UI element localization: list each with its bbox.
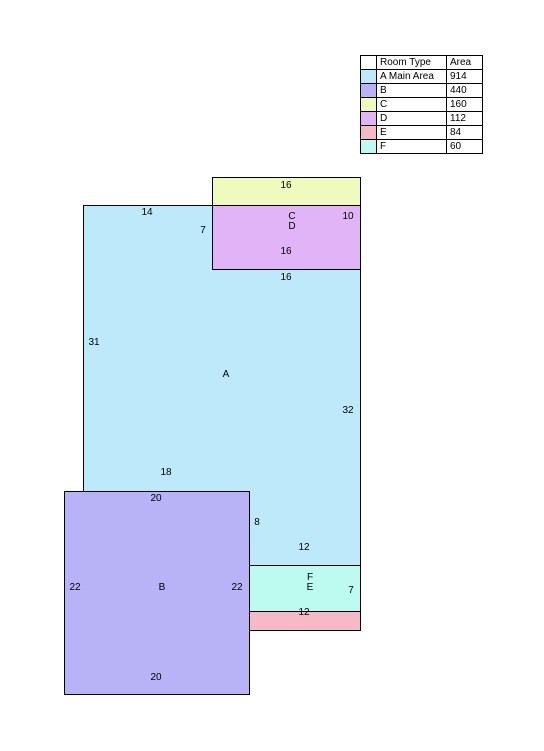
room-b	[64, 491, 250, 695]
dimension-label: 31	[88, 337, 100, 348]
dimension-label: 10	[342, 211, 354, 222]
dimension-label: 32	[342, 405, 354, 416]
legend-room-area: 84	[446, 125, 483, 140]
room-f	[249, 565, 361, 612]
legend-swatch	[360, 69, 377, 84]
dimension-label: 8	[254, 517, 260, 528]
dimension-label: 22	[231, 582, 243, 593]
legend-row: C 160	[360, 97, 483, 112]
dimension-label: 20	[150, 493, 162, 504]
room-f-letter: F	[306, 572, 314, 583]
dimension-label: 7	[348, 585, 354, 596]
legend-room-area: 112	[446, 111, 483, 126]
legend-swatch	[360, 111, 377, 126]
dimension-label: 16	[280, 272, 292, 283]
legend-swatch	[360, 97, 377, 112]
legend-room-area: 440	[446, 83, 483, 98]
legend-room-type: B	[376, 83, 447, 98]
dimension-label: 12	[298, 542, 310, 553]
legend-room-type: F	[376, 139, 447, 154]
legend-room-type: D	[376, 111, 447, 126]
legend-row: D 112	[360, 111, 483, 126]
room-b-letter: B	[158, 582, 166, 593]
room-e-letter: E	[306, 582, 314, 593]
legend-row: A Main Area 914	[360, 69, 483, 84]
legend-room-type: C	[376, 97, 447, 112]
dimension-label: 12	[298, 607, 310, 618]
room-d-letter: D	[288, 221, 296, 232]
legend-swatch	[360, 83, 377, 98]
dimension-label: 16	[280, 246, 292, 257]
room-a-letter: A	[222, 369, 230, 380]
legend-room-type: A Main Area	[376, 69, 447, 84]
dimension-label: 7	[200, 225, 206, 236]
legend-swatch	[360, 125, 377, 140]
room-c-letter: C	[288, 211, 296, 222]
legend-header-area: Area	[446, 55, 483, 70]
legend-room-type: E	[376, 125, 447, 140]
room-legend: Room Type Area A Main Area 914 B 440 C 1…	[360, 55, 483, 154]
legend-header-row: Room Type Area	[360, 55, 483, 70]
legend-room-area: 914	[446, 69, 483, 84]
legend-room-area: 160	[446, 97, 483, 112]
dimension-label: 20	[150, 672, 162, 683]
legend-header-swatch	[360, 55, 377, 70]
room-d	[212, 205, 361, 270]
legend-header-type: Room Type	[376, 55, 447, 70]
legend-row: F 60	[360, 139, 483, 154]
dimension-label: 14	[141, 207, 153, 218]
legend-row: E 84	[360, 125, 483, 140]
dimension-label: 22	[69, 582, 81, 593]
legend-swatch	[360, 139, 377, 154]
legend-room-area: 60	[446, 139, 483, 154]
dimension-label: 18	[160, 467, 172, 478]
legend-row: B 440	[360, 83, 483, 98]
dimension-label: 16	[280, 180, 292, 191]
